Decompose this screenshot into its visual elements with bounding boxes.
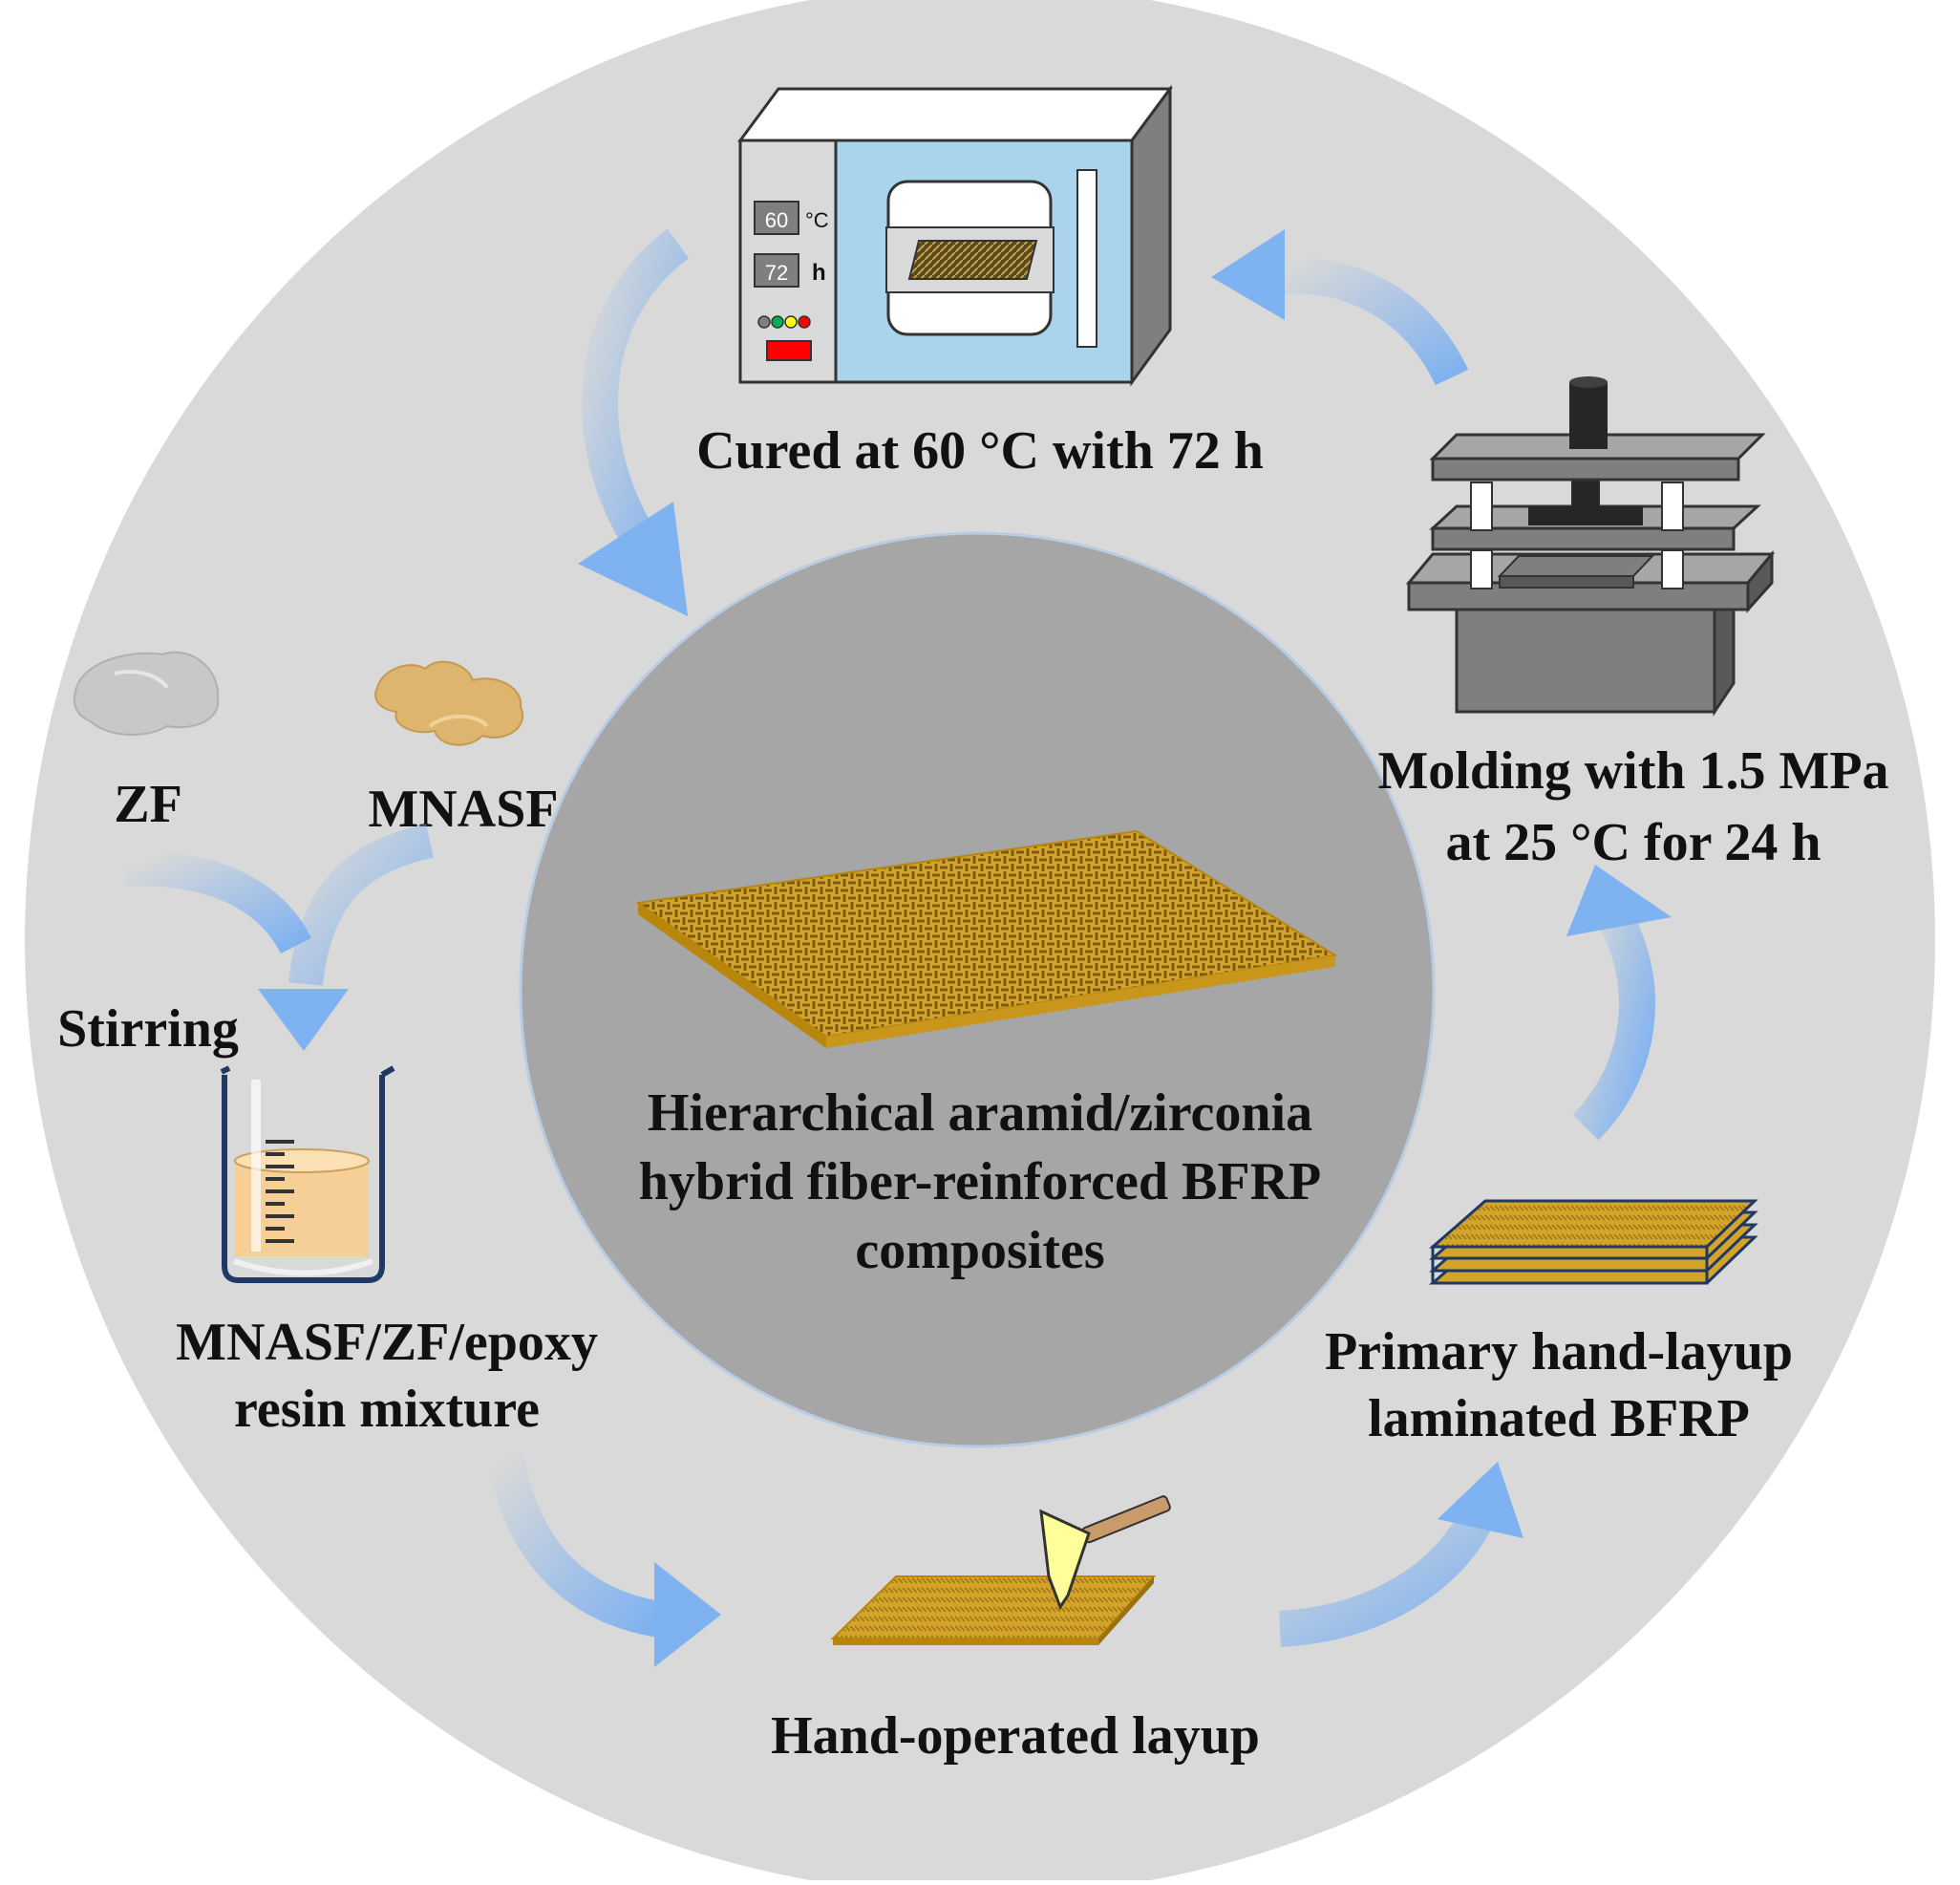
oven-time-unit: h	[812, 260, 826, 286]
oven-caption: Cured at 60 °C with 72 h	[696, 421, 1264, 481]
mnasf-label: MNASF	[368, 780, 558, 839]
composite-plate	[635, 829, 1338, 1048]
arrow-oven-to-center	[578, 228, 690, 616]
arrow-layup-to-laminate	[1278, 1462, 1523, 1647]
stirring-label: Stirring	[57, 999, 239, 1059]
hand-layup-sheet	[830, 1575, 1157, 1645]
zf-powder	[73, 651, 220, 737]
mnasf-powder	[374, 660, 524, 746]
arrow-mnasf-to-beaker	[258, 824, 434, 1051]
oven-time-display: 72	[765, 261, 788, 285]
brush-tool	[1039, 1495, 1171, 1611]
mixture-label-line1: MNASF/ZF/epoxy	[176, 1313, 598, 1372]
center-title-line3: composites	[855, 1221, 1104, 1280]
curing-oven: 60 °C 72 h	[737, 84, 1173, 387]
arrow-laminate-to-press	[1566, 865, 1672, 1141]
laminate-label-line1: Primary hand-layup	[1325, 1322, 1793, 1382]
laminated-stack	[1429, 1199, 1758, 1285]
layup-caption: Hand-operated layup	[771, 1706, 1260, 1766]
arrow-zf-to-beaker	[122, 851, 312, 954]
zf-label: ZF	[114, 775, 182, 834]
oven-temp-display: 60	[765, 208, 788, 232]
press-caption-line1: Molding with 1.5 MPa	[1377, 741, 1888, 801]
hot-press	[1405, 376, 1776, 717]
arrow-press-to-oven	[1211, 229, 1469, 386]
press-caption-line2: at 25 °C for 24 h	[1445, 813, 1821, 872]
center-title-line2: hybrid fiber-reinforced BFRP	[639, 1152, 1321, 1211]
mixing-beaker	[220, 1065, 395, 1283]
laminate-label-line2: laminated BFRP	[1368, 1389, 1750, 1448]
arrow-mixture-to-layup	[488, 1453, 721, 1667]
oven-temp-unit: °C	[805, 208, 829, 232]
mixture-label-line2: resin mixture	[234, 1380, 540, 1439]
center-title-line1: Hierarchical aramid/zirconia	[648, 1083, 1312, 1143]
